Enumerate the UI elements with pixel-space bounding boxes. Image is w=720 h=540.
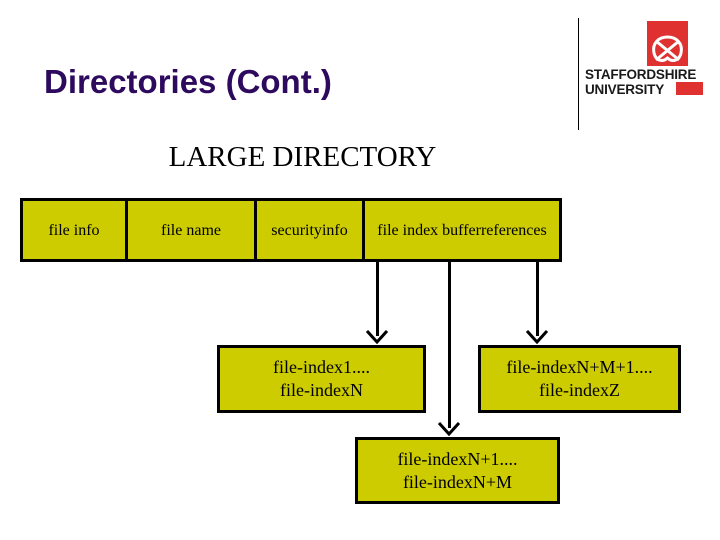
index-buffer-box-middle: file-indexN+1.... file-indexN+M: [355, 437, 560, 504]
index-buffer-line-1: file-indexN+M+1....: [506, 357, 653, 377]
logo-line-1: STAFFORDSHIRE: [585, 67, 697, 82]
logo-red-bar: [676, 82, 703, 95]
index-buffer-line-1: file-indexN+1....: [397, 448, 518, 469]
section-title: LARGE DIRECTORY: [168, 141, 437, 173]
index-buffer-box-last: file-indexN+M+1.... file-indexZ: [478, 345, 681, 413]
record-cell-text: info: [321, 221, 348, 239]
index-buffer-box-first: file-index1.... file-indexN: [217, 345, 426, 413]
record-cell-text: file info: [48, 221, 100, 239]
arrow-head-icon-last: [526, 330, 548, 344]
connector-line-to-last-buffer: [536, 262, 539, 336]
index-buffer-line-2: file-indexZ: [539, 380, 620, 400]
record-cell-text: file index buffer: [377, 221, 481, 239]
knot-emblem-icon: [652, 35, 683, 62]
index-buffer-line-1: file-index1....: [273, 357, 370, 377]
index-buffer-line-2: file-indexN: [280, 380, 363, 400]
page-title: Directories (Cont.): [44, 63, 332, 100]
connector-line-to-middle-buffer: [448, 262, 451, 428]
connector-line-to-first-buffer: [376, 262, 379, 336]
record-cell-file-info: file info: [23, 201, 128, 259]
index-buffer-line-2: file-indexN+M: [402, 471, 513, 492]
logo-divider-line: [578, 18, 579, 130]
record-cell-text: security: [271, 221, 322, 239]
record-cell-file-name: file name: [128, 201, 257, 259]
logo-line-2: UNIVERSITY: [585, 82, 665, 97]
logo-wordmark: STAFFORDSHIRE UNIVERSITY: [585, 67, 720, 97]
record-cell-text: file name: [161, 221, 221, 239]
record-cell-text: references: [480, 221, 547, 239]
arrow-head-icon-first: [366, 330, 388, 344]
arrow-head-icon-middle: [438, 422, 460, 436]
university-logo: STAFFORDSHIRE UNIVERSITY: [578, 18, 720, 130]
